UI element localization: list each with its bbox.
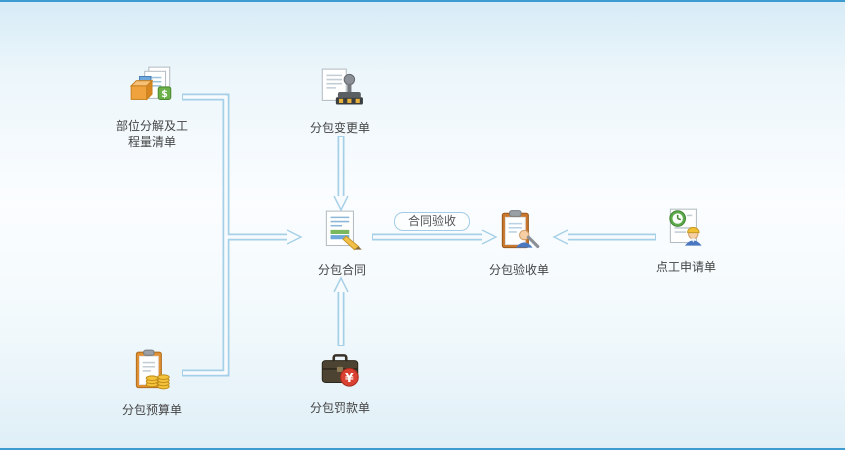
- node-label-acceptance: 分包验收单: [488, 263, 549, 277]
- document-clock-worker-icon: [669, 208, 702, 246]
- arrowhead-into-acceptance-right: [481, 229, 498, 245]
- node-label-daywork-request: 点工申请单: [655, 260, 716, 274]
- node-daywork-request[interactable]: 点工申请单: [631, 205, 741, 275]
- node-fine[interactable]: ¥ 分包罚款单: [285, 346, 395, 416]
- edge-label-contract-acceptance: 合同验收: [394, 212, 470, 231]
- arrowhead-down-into-contract: [333, 195, 349, 212]
- document-with-stamp-icon: [321, 68, 363, 105]
- node-label-contract: 分包合同: [317, 263, 366, 277]
- arrowhead-up-into-contract: [333, 276, 349, 293]
- arrowhead-into-acceptance-left: [552, 229, 569, 245]
- node-contract[interactable]: 分包合同: [287, 208, 397, 278]
- briefcase-with-yen-icon: ¥: [321, 354, 359, 387]
- boxes-and-documents-icon: $: [129, 66, 172, 101]
- node-change-order[interactable]: 分包变更单: [285, 66, 395, 136]
- node-label-boq: 部位分解及工程量清单: [115, 119, 188, 150]
- svg-text:¥: ¥: [345, 370, 354, 385]
- svg-text:$: $: [161, 89, 168, 100]
- node-boq[interactable]: $ 部位分解及工程量清单: [97, 64, 207, 150]
- node-label-fine: 分包罚款单: [309, 401, 370, 415]
- arrowhead-into-contract: [286, 229, 303, 245]
- node-label-budget: 分包预算单: [121, 403, 182, 417]
- node-budget[interactable]: 分包预算单: [97, 348, 207, 418]
- clipboard-with-coins-icon: [135, 349, 170, 390]
- contract-document-icon: [325, 210, 362, 251]
- node-acceptance[interactable]: 分包验收单: [464, 208, 574, 278]
- clipboard-with-inspector-icon: [501, 210, 540, 249]
- node-label-change-order: 分包变更单: [309, 121, 370, 135]
